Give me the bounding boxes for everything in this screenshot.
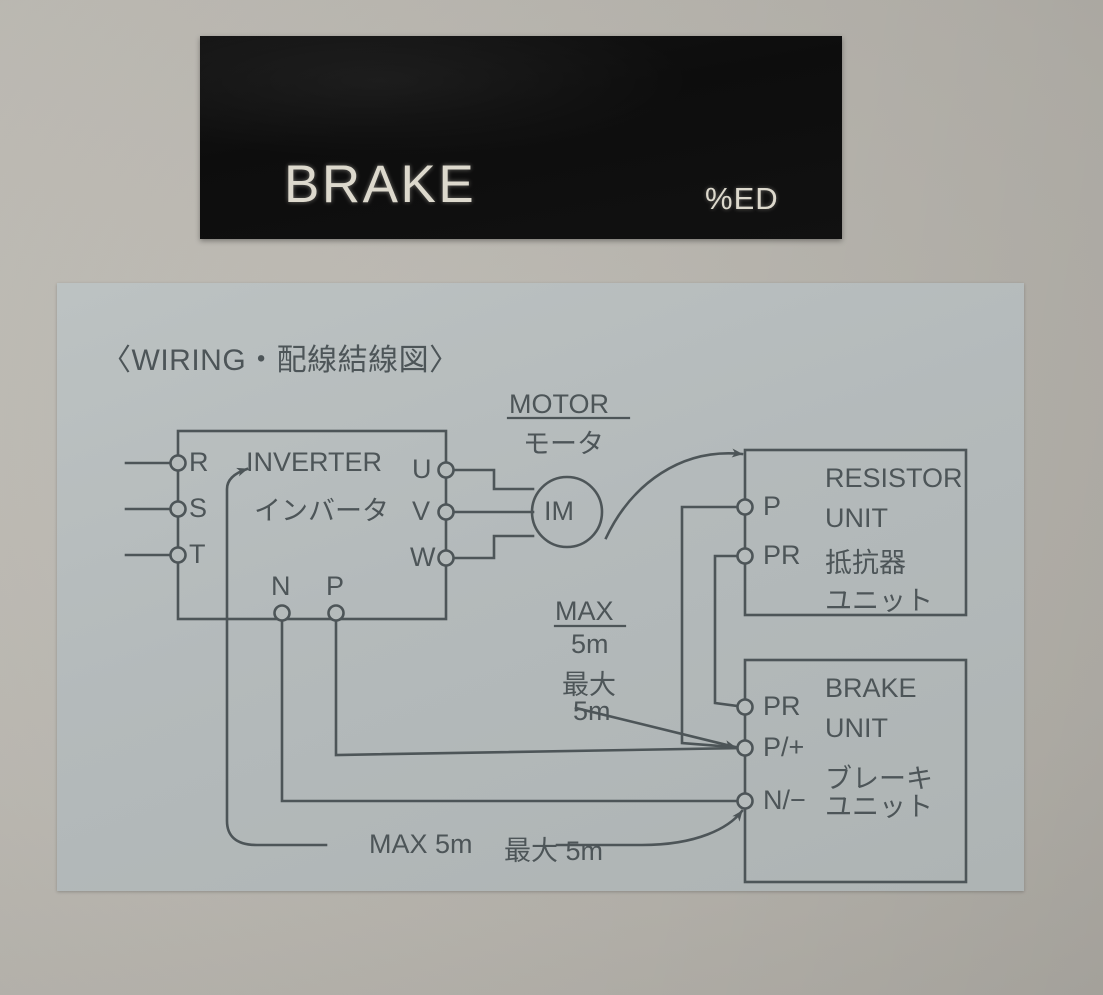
wire-resistor-pr-to-brake-pr	[713, 554, 747, 709]
terminal-v	[437, 503, 455, 521]
brake-terminal-label-pr: PR	[763, 691, 801, 721]
leader-bottom-saidai-to-nminus	[555, 809, 744, 847]
brake-terminal-label-pplus: P/+	[763, 732, 805, 762]
brake-unit-box	[743, 658, 968, 884]
diagram-title: 〈WIRING・配線結線図〉	[101, 344, 460, 377]
diagram-surface: 〈WIRING・配線結線図〉 R S T INVERTER インバータ U V …	[57, 283, 1024, 891]
wire-inverter-p-to-brake-pplus	[334, 611, 747, 757]
terminal-brake-pplus	[736, 739, 754, 757]
motor-symbol-label: IM	[544, 496, 574, 526]
terminal-label-p: P	[326, 571, 345, 601]
terminal-label-t: T	[189, 539, 206, 569]
mid-saidai-label-line1: 最大	[562, 670, 616, 700]
terminal-n	[273, 604, 291, 622]
terminal-label-s: S	[189, 493, 208, 523]
resistor-unit-name-jp-2: ユニット	[825, 586, 933, 616]
wire-inverter-n-to-brake-nminus	[280, 611, 747, 803]
brake-unit-name-en-1: BRAKE	[825, 673, 917, 703]
wire-u-motor	[451, 468, 535, 491]
terminal-resistor-pr	[736, 547, 754, 565]
inverter-name-en: INVERTER	[246, 447, 383, 477]
terminal-t	[169, 546, 187, 564]
brake-label: BRAKE	[284, 155, 477, 214]
wire-resistor-p-to-brake-pplus	[680, 505, 747, 750]
wiring-diagram-card: 〈WIRING・配線結線図〉 R S T INVERTER インバータ U V …	[57, 283, 1024, 891]
brake-unit-name-jp-2: ユニット	[825, 792, 933, 822]
motor-name-en: MOTOR	[509, 389, 609, 419]
motor-max-label-line2: 5m	[571, 629, 609, 659]
arrow-mid-saidai-to-pplus	[574, 706, 737, 749]
terminal-label-n: N	[271, 571, 291, 601]
terminal-label-w: W	[410, 542, 436, 572]
terminal-brake-pr	[736, 698, 754, 716]
terminal-label-v: V	[412, 496, 431, 526]
terminal-label-r: R	[189, 447, 209, 477]
motor-symbol-circle	[530, 475, 604, 549]
resistor-unit-name-jp-1: 抵抗器	[825, 548, 906, 578]
arrow-motor-to-resistor	[604, 448, 744, 540]
resistor-unit-name-en-2: UNIT	[825, 503, 888, 533]
motor-name-jp: モータ	[523, 429, 604, 459]
resistor-unit-name-en-1: RESISTOR	[825, 463, 963, 493]
terminal-p	[327, 604, 345, 622]
leader-bottom-max-to-n	[225, 467, 328, 847]
wiring-schematic-svg	[124, 416, 968, 884]
terminal-brake-nminus	[736, 792, 754, 810]
resistor-terminal-label-p: P	[763, 491, 782, 521]
terminal-u	[437, 461, 455, 479]
inverter-name-jp: インバータ	[254, 496, 389, 526]
percent-ed-label: %ED	[705, 181, 779, 216]
bottom-max-jp-label: 最大 5m	[504, 836, 604, 866]
terminal-w	[437, 549, 455, 567]
brake-unit-name-jp-1: ブレーキ	[825, 764, 933, 794]
inverter-box	[176, 429, 448, 621]
brake-terminal-label-nminus: N/−	[763, 785, 806, 815]
terminal-label-u: U	[412, 454, 432, 484]
mid-saidai-label-line2: 5m	[573, 696, 611, 726]
resistor-terminal-label-pr: PR	[763, 540, 801, 570]
terminal-s	[169, 500, 187, 518]
brake-nameplate: BRAKE %ED	[200, 36, 842, 239]
bottom-max-en-label: MAX 5m	[369, 829, 473, 859]
wire-w-motor	[451, 534, 535, 560]
terminal-r	[169, 454, 187, 472]
brake-unit-name-en-2: UNIT	[825, 713, 888, 743]
motor-max-label-line1: MAX	[555, 596, 614, 626]
terminal-resistor-p	[736, 498, 754, 516]
resistor-unit-box	[743, 448, 968, 617]
